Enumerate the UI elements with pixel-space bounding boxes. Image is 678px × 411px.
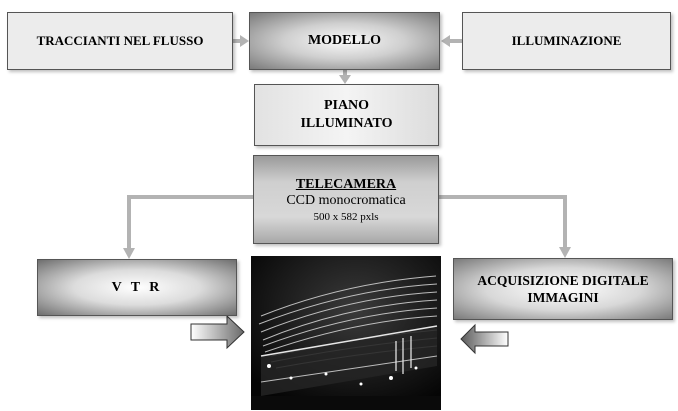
- arrow-telecamera-vtr: [129, 197, 253, 249]
- flow-image: [251, 256, 441, 410]
- acquisizione-label-line2: IMMAGINI: [527, 289, 598, 306]
- box-piano-illuminato: PIANO ILLUMINATO: [254, 84, 439, 146]
- piano-label-line1: PIANO: [324, 97, 369, 115]
- box-vtr: V T R: [37, 259, 237, 316]
- modello-label: MODELLO: [308, 33, 381, 49]
- arrow-telecamera-acquisizione: [439, 197, 565, 248]
- arrowhead-traccianti-modello: [240, 35, 249, 47]
- box-telecamera: TELECAMERA CCD monocromatica 500 x 582 p…: [253, 155, 439, 244]
- illuminazione-label: ILLUMINAZIONE: [512, 33, 622, 49]
- telecamera-title: TELECAMERA: [296, 177, 396, 193]
- block-arrow-left: [461, 325, 508, 353]
- arrowhead-illuminazione-modello: [441, 35, 450, 47]
- box-illuminazione: ILLUMINAZIONE: [462, 12, 671, 70]
- flow-image-graphic: [251, 256, 441, 410]
- traccianti-label: TRACCIANTI NEL FLUSSO: [37, 33, 204, 49]
- box-traccianti: TRACCIANTI NEL FLUSSO: [7, 12, 233, 70]
- arrowhead-telecamera-vtr: [123, 248, 135, 259]
- box-acquisizione: ACQUISIZIONE DIGITALE IMMAGINI: [453, 258, 673, 320]
- box-modello: MODELLO: [249, 12, 440, 70]
- arrowhead-telecamera-acquisizione: [559, 247, 571, 258]
- block-arrow-right: [191, 316, 244, 348]
- telecamera-resolution: 500 x 582 pxls: [313, 211, 378, 223]
- vtr-label: V T R: [112, 280, 163, 296]
- arrowhead-modello-piano: [339, 75, 351, 84]
- acquisizione-label-line1: ACQUISIZIONE DIGITALE: [477, 272, 648, 289]
- telecamera-subtitle: CCD monocromatica: [286, 193, 405, 209]
- piano-label-line2: ILLUMINATO: [300, 115, 392, 133]
